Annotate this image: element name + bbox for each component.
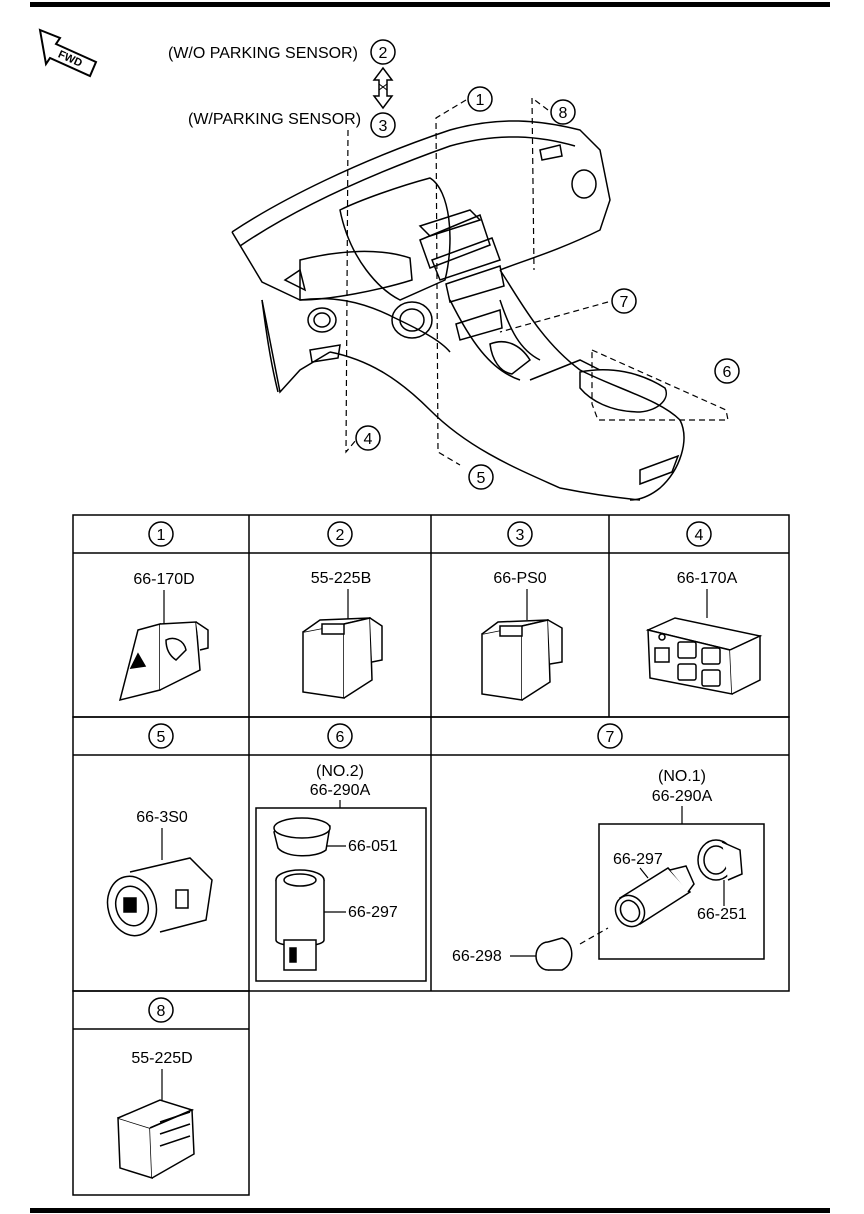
- part-66-3S0-label: 66-3S0: [136, 809, 188, 826]
- table-header-5: 5: [148, 723, 174, 749]
- table-header-3: 3: [507, 521, 533, 547]
- callout-6-num: 6: [723, 364, 732, 381]
- callout-8-num: 8: [559, 105, 568, 122]
- table-header-2: 2: [327, 521, 353, 547]
- w-parking-sensor-label: (W/PARKING SENSOR): [188, 111, 361, 128]
- double-arrow-icon: [372, 66, 394, 110]
- part-66-051-label: 66-051: [348, 838, 398, 855]
- callout-3-header: 3: [370, 112, 396, 138]
- table-header-7-num: 7: [606, 729, 615, 746]
- dashboard-illustration: [231, 120, 685, 501]
- socket-cap-66-298-icon: [535, 937, 573, 971]
- callout-8: 8: [550, 99, 576, 125]
- part-66-290A-no2-label: 66-290A: [310, 782, 371, 799]
- part-55-225B-label: 55-225B: [311, 570, 372, 587]
- hazard-switch-icon: [118, 621, 209, 702]
- callout-5-num: 5: [477, 470, 486, 487]
- callout-7-num: 7: [620, 294, 629, 311]
- socket-body-no1-icon: [614, 865, 695, 928]
- part-66-170D-label: 66-170D: [133, 571, 194, 588]
- table-header-8: 8: [148, 997, 174, 1023]
- table-header-3-num: 3: [516, 527, 525, 544]
- parking-sensor-switch-icon: [481, 619, 563, 701]
- table-header-8-num: 8: [157, 1003, 166, 1020]
- no1-assembly-box: [598, 823, 765, 960]
- top-rule: [30, 2, 830, 7]
- part-55-225D-label: 55-225D: [131, 1050, 192, 1067]
- table-header-4: 4: [686, 521, 712, 547]
- callout-5: 5: [468, 464, 494, 490]
- part-66-297-no1-label: 66-297: [613, 851, 663, 868]
- fwd-arrow-icon: FWD: [38, 28, 98, 78]
- switch-55-225B-icon: [302, 617, 383, 699]
- callout-1-num: 1: [476, 92, 485, 109]
- callout-2-header: 2: [370, 39, 396, 65]
- table-header-5-num: 5: [157, 729, 166, 746]
- part-66-PS0-label: 66-PS0: [493, 570, 546, 587]
- push-start-switch-icon: [106, 857, 213, 937]
- callout-6: 6: [714, 358, 740, 384]
- callout-4: 4: [355, 425, 381, 451]
- socket-body-no2-icon: [275, 869, 325, 971]
- callout-4-num: 4: [364, 431, 373, 448]
- part-66-298-label: 66-298: [452, 948, 502, 965]
- callout-3-header-num: 3: [379, 118, 388, 135]
- no2-assembly-box: [255, 807, 427, 982]
- table-header-6-num: 6: [336, 729, 345, 746]
- part-66-170A-label: 66-170A: [677, 570, 738, 587]
- group-no1-label: (NO.1): [658, 768, 706, 785]
- table-header-2-num: 2: [336, 527, 345, 544]
- table-header-1-num: 1: [157, 527, 166, 544]
- parts-table-grid: [72, 514, 790, 1196]
- socket-cap-icon: [273, 817, 331, 857]
- callout-7: 7: [611, 288, 637, 314]
- callout-2-header-num: 2: [379, 45, 388, 62]
- socket-ring-icon: [697, 839, 743, 881]
- switch-panel-66-170A-icon: [645, 617, 763, 695]
- part-66-251-label: 66-251: [697, 906, 747, 923]
- part-66-297-no2-label: 66-297: [348, 904, 398, 921]
- wo-parking-sensor-label: (W/O PARKING SENSOR): [168, 45, 358, 62]
- group-no2-label: (NO.2): [316, 763, 364, 780]
- bottom-rule: [30, 1208, 830, 1213]
- table-header-6: 6: [327, 723, 353, 749]
- callout-1: 1: [467, 86, 493, 112]
- table-header-1: 1: [148, 521, 174, 547]
- part-66-290A-no1-label: 66-290A: [652, 788, 713, 805]
- table-header-7: 7: [597, 723, 623, 749]
- callout-leaders: [345, 96, 729, 466]
- switch-55-225D-icon: [117, 1099, 195, 1180]
- table-header-4-num: 4: [695, 527, 704, 544]
